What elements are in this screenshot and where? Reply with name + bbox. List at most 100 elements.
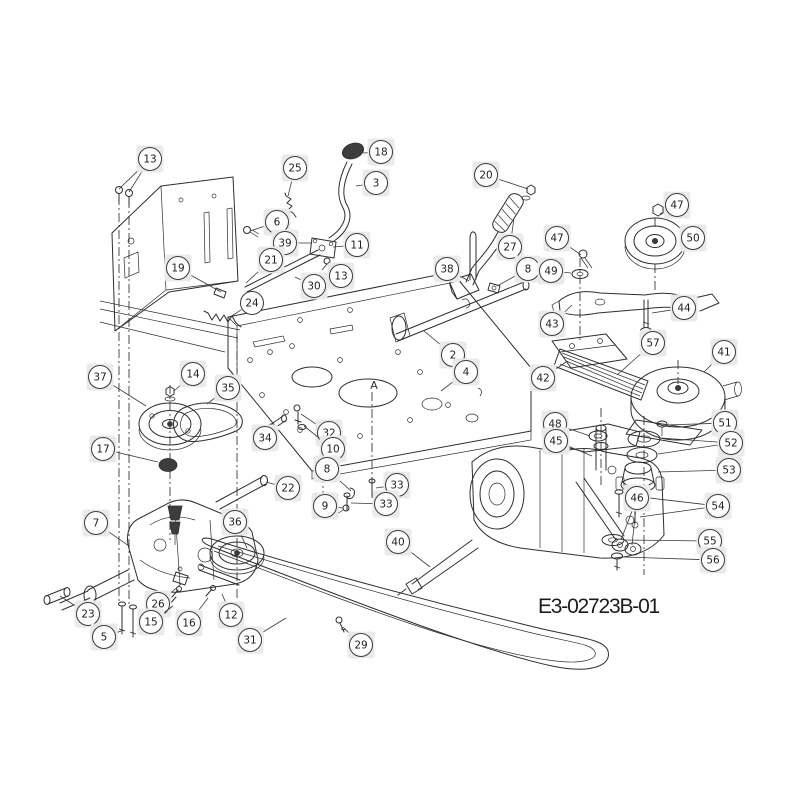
leader-line [616,351,644,376]
callout-34[interactable]: 34 [251,424,279,452]
callout-circle [641,331,665,355]
callout-13[interactable]: 13 [327,261,355,290]
callout-circle [177,611,201,635]
callout-number: 19 [171,263,184,275]
leader-line [188,273,222,293]
callout-23[interactable]: 23 [59,595,102,628]
callout-number: 52 [724,438,737,450]
callout-circle [216,376,240,400]
callout-49[interactable]: 49 [537,257,572,285]
callout-8[interactable]: 8 [313,455,352,492]
callout-47[interactable]: 47 [543,224,582,256]
callout-8[interactable]: 8 [496,255,542,287]
datum-label-a: A [370,379,378,392]
callout-number: 49 [544,266,557,278]
callout-3[interactable]: 3 [355,169,390,197]
callout-9[interactable]: 9 [311,492,344,520]
callout-53[interactable]: 53 [657,456,743,484]
callout-20[interactable]: 20 [472,161,529,190]
leader-line [623,556,701,560]
callout-15[interactable]: 15 [137,605,174,636]
callout-circle [259,248,283,272]
leader-line [657,444,719,455]
callout-52[interactable]: 52 [657,429,745,457]
leader-line [128,169,144,193]
callout-number: 53 [722,465,735,477]
callout-circle [701,548,725,572]
callout-19[interactable]: 19 [164,254,222,293]
shift-lever [309,142,365,259]
callout-circle [539,259,563,283]
callout-16[interactable]: 16 [175,597,209,637]
callout-42[interactable]: 42 [529,361,567,392]
callout-circle [92,625,116,649]
callout-number: 4 [463,367,470,379]
callout-27[interactable]: 27 [496,217,524,261]
callout-24[interactable]: 24 [229,291,264,318]
callout-number: 38 [440,264,453,276]
callout-13[interactable]: 13 [118,145,164,193]
callout-number: 11 [350,240,363,252]
callout-54[interactable]: 54 [623,492,732,520]
callout-circle [238,628,262,652]
callout-25[interactable]: 25 [281,154,309,197]
callout-45[interactable]: 45 [542,427,593,457]
callout-47[interactable]: 47 [659,191,691,219]
callout-41[interactable]: 41 [703,338,738,373]
leader-line [497,178,529,190]
callout-38[interactable]: 38 [433,255,470,283]
callout-number: 25 [288,163,301,175]
callout-44[interactable]: 44 [651,294,698,322]
callout-circle [88,365,112,389]
callout-number: 42 [536,373,549,385]
callout-circle [313,494,337,518]
leader-line [115,451,159,463]
callout-46[interactable]: 46 [620,484,651,546]
leader-line [332,245,345,248]
callout-14[interactable]: 14 [173,360,207,392]
callout-number: 18 [374,147,387,159]
callout-29[interactable]: 29 [342,626,375,659]
callout-circle [672,296,696,320]
callout-number: 45 [549,436,562,448]
leader-line [407,549,431,568]
callout-4[interactable]: 4 [440,358,480,392]
callout-number: 13 [334,271,347,283]
callout-12[interactable]: 12 [217,593,245,629]
callout-circle [84,511,108,535]
callout-50[interactable]: 50 [679,224,707,252]
callout-43[interactable]: 43 [538,304,573,338]
leader-line [106,529,130,547]
callout-18[interactable]: 18 [362,138,395,166]
callout-11[interactable]: 11 [332,231,371,259]
callout-22[interactable]: 22 [265,474,302,502]
callout-37[interactable]: 37 [86,363,147,407]
callout-35[interactable]: 35 [206,374,242,405]
callout-circle [665,193,689,217]
leader-line [350,502,374,505]
callout-circle [531,366,555,390]
callout-5[interactable]: 5 [90,623,125,651]
callout-33[interactable]: 33 [375,471,411,499]
callout-31[interactable]: 31 [236,617,287,654]
callout-36[interactable]: 36 [221,508,249,549]
callout-56[interactable]: 56 [623,546,727,574]
callout-57[interactable]: 57 [616,329,667,376]
seat-bracket [111,176,239,332]
callout-7[interactable]: 7 [82,509,130,547]
callout-40[interactable]: 40 [384,528,431,568]
callout-number: 21 [264,255,277,267]
callout-21[interactable]: 21 [245,246,285,284]
callout-number: 54 [711,501,725,513]
leader-line [355,184,364,187]
callout-number: 47 [550,233,563,245]
leader-line [639,507,706,518]
callout-17[interactable]: 17 [89,435,159,463]
callout-number: 13 [143,154,156,166]
callout-number: 12 [224,610,237,622]
callout-30[interactable]: 30 [294,272,328,300]
callout-6[interactable]: 6 [249,208,291,236]
callout-33[interactable]: 33 [350,490,400,518]
